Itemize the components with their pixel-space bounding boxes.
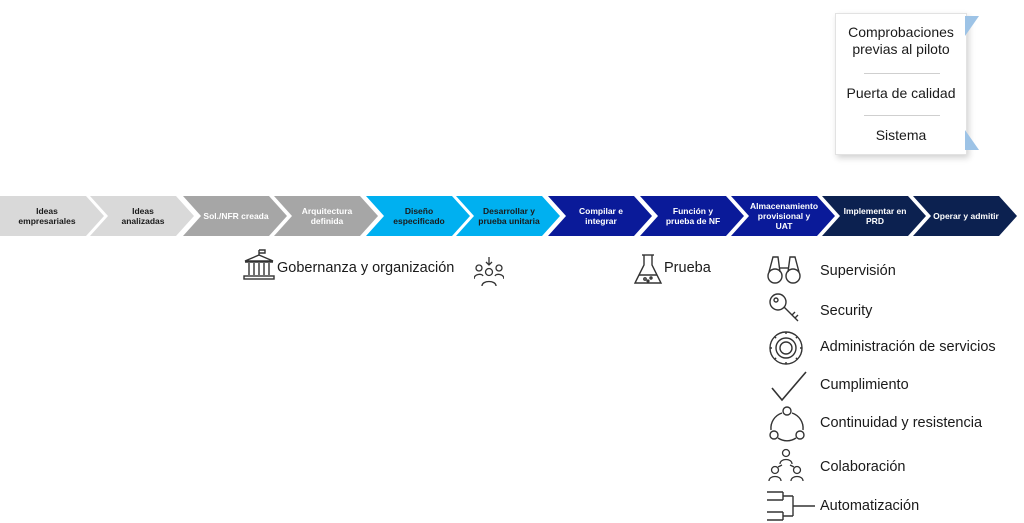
stage-chevron-fill bbox=[274, 196, 378, 236]
stage-chevron-fill bbox=[731, 196, 835, 236]
cycle-nodes-icon bbox=[769, 406, 805, 442]
stage-chevron: Desarrollar y prueba unitaria bbox=[456, 196, 560, 236]
stage-chevron-fill bbox=[822, 196, 926, 236]
stage-chevron-shape bbox=[548, 196, 652, 236]
stage-chevron: Diseño especificado bbox=[366, 196, 470, 236]
automation-bracket-icon bbox=[767, 491, 815, 521]
stage-chevron-fill bbox=[548, 196, 652, 236]
key-icon bbox=[769, 293, 799, 322]
stage-chevron: Arquitectura definida bbox=[274, 196, 378, 236]
ops-label-security: Security bbox=[820, 303, 873, 319]
stage-label: Operar y admitir bbox=[933, 211, 999, 221]
stage-chevron-shape bbox=[90, 196, 194, 236]
stage-label: Diseño especificado bbox=[393, 206, 445, 226]
people-group-icon bbox=[474, 257, 504, 287]
stage-label: Implementar en PRD bbox=[843, 206, 907, 226]
stage-chevron: Operar y admitir bbox=[913, 196, 1017, 236]
stage-chevron-fill bbox=[456, 196, 560, 236]
stage-chevron-shape bbox=[0, 196, 104, 236]
stage-chevron-fill bbox=[183, 196, 287, 236]
flask-icon bbox=[633, 254, 663, 284]
callout-fold-top bbox=[965, 16, 979, 36]
collaboration-people-icon bbox=[768, 448, 804, 482]
ops-label-automation: Automatización bbox=[820, 498, 920, 514]
stage-chevron-shape bbox=[456, 196, 560, 236]
service-wheel-icon bbox=[769, 331, 803, 365]
stage-chevron: Implementar en PRD bbox=[822, 196, 926, 236]
binoculars-icon bbox=[767, 256, 801, 284]
test-label: Prueba bbox=[664, 260, 711, 276]
ops-label-collaboration: Colaboración bbox=[820, 459, 906, 475]
stage-chevron-shape bbox=[274, 196, 378, 236]
stage-chevron-fill bbox=[913, 196, 1017, 236]
stage-chevron-fill bbox=[90, 196, 194, 236]
callout-item-pilot-checks: Comprobaciones previas al piloto bbox=[848, 24, 954, 57]
stage-chevron: Compilar e integrar bbox=[548, 196, 652, 236]
stage-chevron-shape bbox=[183, 196, 287, 236]
bank-building-icon bbox=[243, 249, 275, 280]
stage-chevron: Ideas analizadas bbox=[90, 196, 194, 236]
stage-chevron-fill bbox=[366, 196, 470, 236]
stage-chevron-fill bbox=[640, 196, 744, 236]
ops-label-continuity: Continuidad y resistencia bbox=[820, 415, 983, 431]
callout-fold-bottom bbox=[965, 130, 979, 150]
stage-chevron: Ideas empresariales bbox=[0, 196, 104, 236]
stage-chevron: Sol./NFR creada bbox=[183, 196, 287, 236]
stage-label: Sol./NFR creada bbox=[203, 211, 269, 221]
checkmark-icon bbox=[771, 371, 807, 402]
ops-label-monitoring: Supervisión bbox=[820, 263, 896, 279]
stage-chevron-shape bbox=[731, 196, 835, 236]
stage-chevron-shape bbox=[366, 196, 470, 236]
stage-label: Ideas empresariales bbox=[18, 206, 76, 226]
stage-label: Almacenamiento provisional y UAT bbox=[749, 201, 819, 231]
stage-chevron-shape bbox=[822, 196, 926, 236]
stage-label: Ideas analizadas bbox=[121, 206, 165, 226]
ops-label-service-management: Administración de servicios bbox=[820, 339, 996, 355]
callout-item-quality-gate: Puerta de calidad bbox=[846, 85, 956, 101]
stage-label: Arquitectura definida bbox=[301, 206, 353, 226]
stage-chevron-fill bbox=[0, 196, 104, 236]
stage-label: Función y prueba de NF bbox=[665, 206, 721, 226]
callout-divider bbox=[864, 115, 940, 116]
callout-divider bbox=[864, 73, 940, 74]
stage-chevron: Función y prueba de NF bbox=[640, 196, 744, 236]
stage-label: Compilar e integrar bbox=[579, 206, 623, 226]
stage-chevron: Almacenamiento provisional y UAT bbox=[731, 196, 835, 236]
governance-label: Gobernanza y organización bbox=[277, 260, 455, 276]
stage-chevron-shape bbox=[640, 196, 744, 236]
stage-label: Desarrollar y prueba unitaria bbox=[478, 206, 540, 226]
callout-item-system: Sistema bbox=[875, 127, 927, 143]
quality-callout: Comprobaciones previas al piloto Puerta … bbox=[835, 13, 967, 155]
ops-label-compliance: Cumplimiento bbox=[820, 377, 909, 393]
stage-chevron-shape bbox=[913, 196, 1017, 236]
